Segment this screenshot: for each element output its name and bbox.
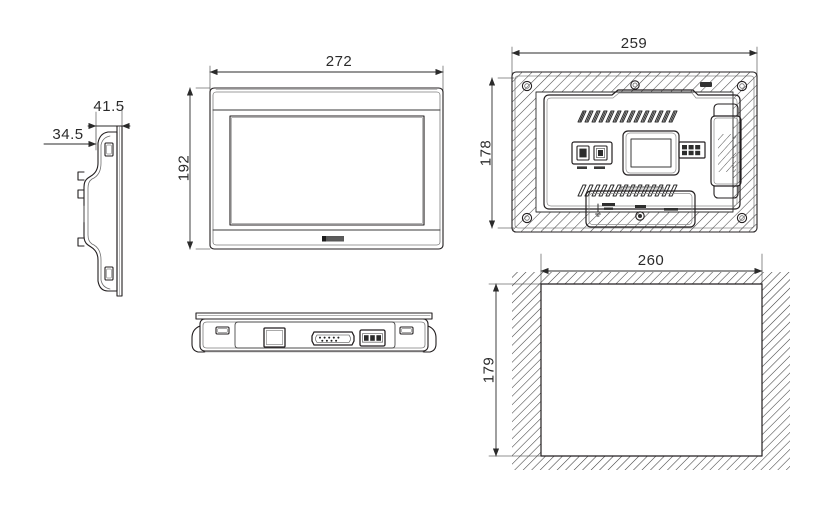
side-housing-profile (83, 131, 118, 292)
bottom-view (191, 312, 437, 353)
dim-192 (186, 87, 211, 250)
bracket-vent-hatch (718, 134, 736, 172)
dim-192-label: 192 (176, 155, 193, 182)
top-center-screw-icon (630, 80, 640, 90)
front-display-area (229, 115, 425, 226)
dim-178 (488, 77, 515, 229)
panel-cutout-view: 260 179 (481, 252, 790, 470)
ethernet-port-icon (263, 327, 286, 348)
dim-178-label: 178 (478, 140, 495, 167)
bottom-clip-slot-left (215, 326, 230, 335)
dim-272 (209, 65, 444, 91)
vent-slot-array-bottom (577, 184, 678, 197)
expansion-module-bracket (710, 103, 742, 199)
dim-272-label: 272 (326, 53, 353, 70)
side-bezel-plate (116, 125, 123, 297)
dim-259-label: 259 (621, 35, 648, 52)
panel-material-hatch (512, 272, 790, 470)
side-slot-lower (104, 266, 114, 281)
brand-logo-icon (322, 236, 344, 242)
power-terminal-icon (359, 329, 386, 347)
dim-41-5-label: 41.5 (93, 98, 124, 115)
dim-34-5-label: 34.5 (52, 126, 83, 143)
shelf-screw-icon (635, 211, 645, 221)
label-plate (622, 130, 680, 176)
usb-device-port-icon (593, 145, 608, 161)
shelf-labels (602, 203, 678, 211)
usb-port-block (571, 141, 613, 169)
dip-switch-block (678, 141, 706, 159)
left-side-view: 41.5 34.5 (43, 98, 131, 297)
serial-db9-port-icon (311, 331, 355, 346)
top-tab-mark (700, 82, 712, 87)
usb-host-port-icon (576, 145, 590, 161)
bottom-clip-slot-right (399, 326, 414, 335)
vent-slot-array-top-outline (577, 110, 678, 123)
dim-179-label: 179 (481, 357, 498, 384)
side-clip-tabs (77, 171, 85, 247)
dim-260-label: 260 (638, 252, 665, 269)
side-slot-upper (104, 142, 114, 157)
corner-screw-icon (521, 80, 748, 224)
back-view: 259 178 (478, 35, 758, 233)
dim-34-5 (43, 127, 97, 151)
vent-slot-array-top (579, 111, 676, 122)
front-view: 272 192 (176, 53, 444, 250)
front-bezel (209, 87, 444, 250)
back-connector-shelf (585, 186, 696, 228)
ground-symbol-icon (593, 203, 603, 217)
usb-port-labels (577, 166, 605, 169)
